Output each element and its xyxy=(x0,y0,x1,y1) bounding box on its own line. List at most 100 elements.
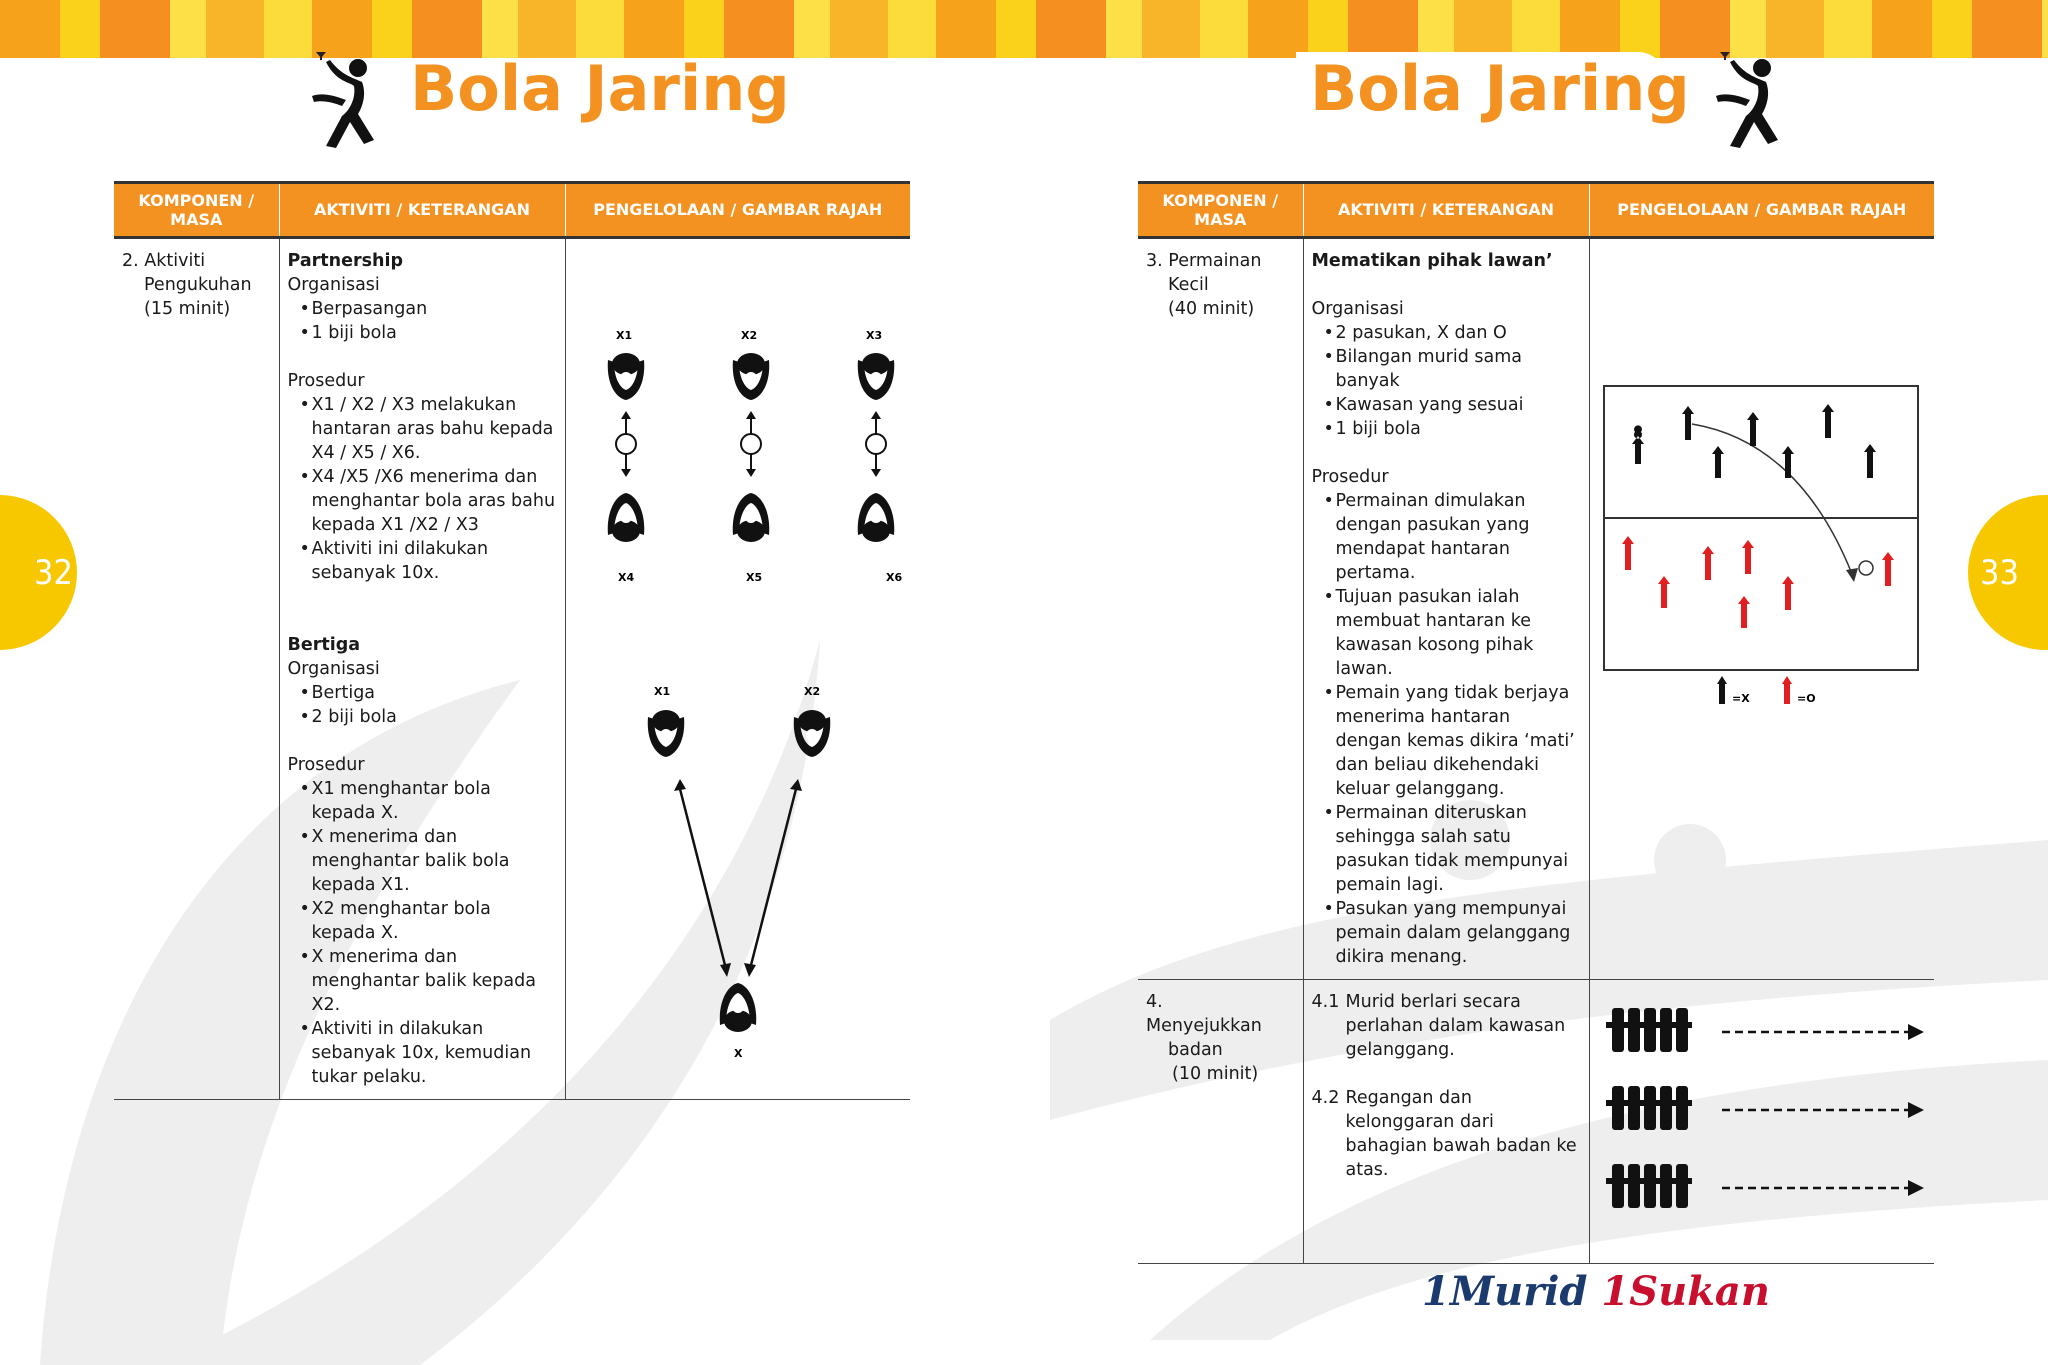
page-number-right: 33 xyxy=(1968,495,2048,650)
pro-label: Prosedur xyxy=(287,371,365,391)
aktiviti-cell: Mematikan pihak lawan’ Organisasi 2 pasu… xyxy=(1302,237,1589,980)
aktiviti-cell: Partnership Organisasi Berpasangan 1 bij… xyxy=(278,237,565,1100)
list-item: X1 menghantar bola kepada X. xyxy=(300,777,557,825)
bertiga-pro-list: X1 menghantar bola kepada X. X menerima … xyxy=(288,777,557,1089)
komponen-time: (40 minit) xyxy=(1168,299,1255,319)
team-o-players xyxy=(1621,536,1894,628)
list-item: X menerima dan menghantar balik bola kep… xyxy=(300,825,557,897)
komponen-name: Aktiviti xyxy=(144,251,206,271)
page-number-left-text: 32 xyxy=(34,552,73,593)
fig1-label-x1: X1 xyxy=(616,329,632,342)
1murid-1sukan-logo: 1Murid 1Sukan xyxy=(1422,1268,1770,1315)
table-row: 4. Menyejukkan badan (10 minit) 4.1 Muri… xyxy=(1138,979,1934,1264)
legend-o: =O xyxy=(1797,692,1816,704)
komponen-name: Menyejukkan xyxy=(1146,1016,1262,1036)
fig1-label-x2: X2 xyxy=(741,329,757,342)
pro-label: Prosedur xyxy=(287,755,365,775)
step-item: 4.1 Murid berlari secara perlahan dalam … xyxy=(1312,990,1581,1062)
activity-table-right: KOMPONEN / MASA AKTIVITI / KETERANGAN PE… xyxy=(1138,181,1934,1264)
fig2-label-x1: X1 xyxy=(654,685,670,698)
step-text: Murid berlari secara perlahan dalam kawa… xyxy=(1345,992,1566,1060)
logo-part3: 1 xyxy=(1601,1268,1630,1315)
list-item: Permainan dimulakan dengan pasukan yang … xyxy=(1324,489,1581,585)
list-item: 2 biji bola xyxy=(300,705,557,729)
game-pro-list: Permainan dimulakan dengan pasukan yang … xyxy=(1312,489,1581,969)
fig2-label-x2: X2 xyxy=(804,685,820,698)
team-x-players xyxy=(1631,404,1876,478)
komponen-time: (10 minit) xyxy=(1172,1064,1259,1084)
list-item: 2 pasukan, X dan O xyxy=(1324,321,1581,345)
page-number-right-text: 33 xyxy=(1980,552,2019,593)
org-label: Organisasi xyxy=(287,275,380,295)
fig2-label-x: X xyxy=(734,1047,743,1059)
komponen-cell: 2. Aktiviti Pengukuhan (15 minit) xyxy=(114,237,279,1100)
game-title: Mematikan pihak lawan’ xyxy=(1311,251,1553,271)
netball-player-logo-right xyxy=(1716,52,1778,148)
table-row: 2. Aktiviti Pengukuhan (15 minit) Partne… xyxy=(114,237,910,1100)
partnership-diagram: X1 X2 X3 xyxy=(607,329,902,584)
logo-part4: Sukan xyxy=(1629,1268,1770,1315)
komponen-number: 2. xyxy=(122,251,139,271)
list-item: X1 / X2 / X3 melakukan hantaran aras bah… xyxy=(300,393,557,465)
step-text: Regangan dan kelonggaran dari bahagian b… xyxy=(1345,1088,1577,1180)
bertiga-title: Bertiga xyxy=(287,635,361,655)
komponen-number: 4. xyxy=(1146,992,1163,1012)
list-item: Bilangan murid sama banyak xyxy=(1324,345,1581,393)
fig1-label-x4: X4 xyxy=(618,571,634,584)
page-number-left: 32 xyxy=(0,495,77,650)
list-item: 1 biji bola xyxy=(300,321,557,345)
komponen-cell: 3. Permainan Kecil (40 minit) xyxy=(1138,237,1303,980)
step-number: 4.1 xyxy=(1311,992,1340,1012)
list-item: Bertiga xyxy=(300,681,557,705)
org-label: Organisasi xyxy=(287,659,380,679)
legend-x: =X xyxy=(1732,692,1750,704)
komponen-name2: Kecil xyxy=(1168,275,1209,295)
komponen-name: Permainan xyxy=(1168,251,1262,271)
table-row: 3. Permainan Kecil (40 minit) Mematikan … xyxy=(1138,237,1934,980)
partnership-title: Partnership xyxy=(287,251,404,271)
col-pengelolaan-header: PENGELOLAAN / GAMBAR RAJAH xyxy=(1588,181,1934,239)
bertiga-diagram: X1 X2 X xyxy=(647,685,830,1059)
list-item: Berpasangan xyxy=(300,297,557,321)
komponen-time: (15 minit) xyxy=(144,299,231,319)
komponen-name2: badan xyxy=(1168,1040,1223,1060)
diagram-cell: =X =O xyxy=(1588,237,1934,980)
netball-player-logo-left xyxy=(312,52,374,148)
activity-table-left: KOMPONEN / MASA AKTIVITI / KETERANGAN PE… xyxy=(114,181,910,1100)
komponen-cell: 4. Menyejukkan badan (10 minit) xyxy=(1138,979,1303,1264)
list-item: Aktiviti in dilakukan sebanyak 10x, kemu… xyxy=(300,1017,557,1089)
list-item: 1 biji bola xyxy=(1324,417,1581,441)
step-item: 4.2 Regangan dan kelonggaran dari bahagi… xyxy=(1312,1086,1581,1182)
fig1-label-x6: X6 xyxy=(886,571,902,584)
partnership-pro-list: X1 / X2 / X3 melakukan hantaran aras bah… xyxy=(288,393,557,585)
list-item: Pemain yang tidak berjaya menerima hanta… xyxy=(1324,681,1581,801)
fig1-label-x5: X5 xyxy=(746,571,762,584)
fig1-label-x3: X3 xyxy=(866,329,882,342)
list-item: Tujuan pasukan ialah membuat hantaran ke… xyxy=(1324,585,1581,681)
game-org-list: 2 pasukan, X dan O Bilangan murid sama b… xyxy=(1312,321,1581,441)
logo-part1: 1 xyxy=(1422,1268,1450,1315)
page-title-left: Bola Jaring xyxy=(410,52,790,125)
col-aktiviti-header: AKTIVITI / KETERANGAN xyxy=(278,181,565,239)
list-item: Permainan diteruskan sehingga salah satu… xyxy=(1324,801,1581,897)
header-white-band xyxy=(0,58,2048,116)
aktiviti-cell: 4.1 Murid berlari secara perlahan dalam … xyxy=(1302,979,1589,1264)
page-title-right: Bola Jaring xyxy=(1310,52,1690,125)
step-number: 4.2 xyxy=(1311,1088,1340,1108)
bertiga-org-list: Bertiga 2 biji bola xyxy=(288,681,557,729)
list-item: X2 menghantar bola kepada X. xyxy=(300,897,557,945)
court-diagram: =X =O xyxy=(1602,385,1919,704)
jogging-rows-diagram xyxy=(1605,1008,1924,1208)
list-item: X menerima dan menghantar balik kepada X… xyxy=(300,945,557,1017)
komponen-number: 3. xyxy=(1146,251,1163,271)
list-item: Pasukan yang mempunyai pemain dalam gela… xyxy=(1324,897,1581,969)
col-aktiviti-header: AKTIVITI / KETERANGAN xyxy=(1302,181,1589,239)
diagram-cell: X1 X2 X3 xyxy=(564,237,910,1100)
pro-label: Prosedur xyxy=(1311,467,1389,487)
col-pengelolaan-header: PENGELOLAAN / GAMBAR RAJAH xyxy=(564,181,910,239)
logo-part2: Murid xyxy=(1449,1268,1602,1315)
list-item: X4 /X5 /X6 menerima dan menghantar bola … xyxy=(300,465,557,537)
list-item: Kawasan yang sesuai xyxy=(1324,393,1581,417)
list-item: Aktiviti ini dilakukan sebanyak 10x. xyxy=(300,537,557,585)
komponen-name2: Pengukuhan xyxy=(144,275,252,295)
